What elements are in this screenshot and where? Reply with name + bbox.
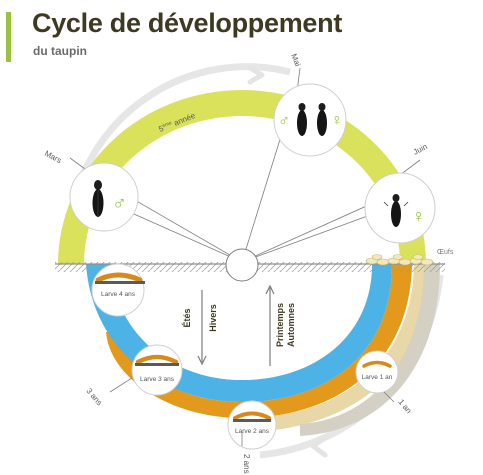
beetle-icon: [383, 194, 409, 227]
radial-lines: [97, 119, 403, 263]
larva-node-1: Larve 1 an: [355, 350, 399, 394]
larva-2-label: Larve 2 ans: [235, 428, 270, 435]
soil-strip: [135, 363, 179, 366]
page-subtitle: du taupin: [33, 44, 87, 58]
month-juin: Juin: [412, 142, 429, 157]
larva-3-label: Larve 3 ans: [140, 376, 175, 383]
larva-icon: [135, 354, 179, 365]
eggs-soil-band: [300, 264, 440, 436]
female-symbol: ♀: [412, 206, 426, 226]
larva-icon: [362, 360, 392, 368]
male-symbol: ♂: [112, 193, 127, 215]
soil-strip: [233, 419, 271, 422]
age-2-label: 2 ans: [242, 454, 251, 474]
larva-tan-band: [242, 264, 430, 432]
season-autumn: Automnes: [286, 303, 296, 347]
larva-orange-band: [106, 264, 412, 418]
larva-1-label: Larve 1 an: [362, 374, 393, 381]
larva-4-label: Larve 4 ans: [101, 291, 136, 298]
eggs-label: Œufs: [437, 249, 454, 256]
male-symbol: ♂: [278, 113, 290, 130]
cycle-arrow-top-head: [247, 65, 265, 85]
larva-node-3: Larve 3 ans: [131, 344, 183, 396]
larva-icon: [95, 272, 143, 283]
accent-bar: [6, 12, 11, 62]
beetle-icon: [297, 103, 307, 136]
female-symbol: ♀: [331, 112, 343, 129]
larva-node-4: Larve 4 ans: [91, 263, 145, 317]
inner-white: [110, 264, 372, 380]
age-3-label: 3 ans: [84, 387, 103, 408]
adult-node-mars: ♂: [69, 162, 139, 232]
page-title: Cycle de développement: [32, 8, 343, 38]
larva-icon: [233, 411, 271, 420]
age-1-label: 1 an: [396, 398, 413, 416]
month-mars: Mars: [43, 149, 63, 165]
beetle-icon: [317, 103, 327, 136]
adult-node-juin: ♀: [364, 172, 436, 244]
larva-node-2: Larve 2 ans: [227, 400, 277, 450]
season-spring: Printemps: [275, 303, 285, 347]
spring-autumn-arrow: Printemps Automnes: [265, 284, 296, 366]
egg-cluster: [365, 254, 434, 266]
soil-strip: [95, 281, 145, 284]
age-tick-3: [109, 377, 133, 393]
adult-node-mai: ♂ ♀: [273, 83, 347, 157]
age-tick-1: [383, 391, 395, 403]
center-hub: [225, 248, 259, 282]
month-mai: Mai: [289, 52, 302, 68]
summer-winter-arrow: Étés Hivers: [182, 290, 218, 366]
season-winter: Hivers: [208, 304, 218, 332]
cycle-arrow-bottom-head: [310, 435, 328, 458]
season-summer: Étés: [182, 308, 192, 327]
beetle-icon: [92, 180, 104, 217]
